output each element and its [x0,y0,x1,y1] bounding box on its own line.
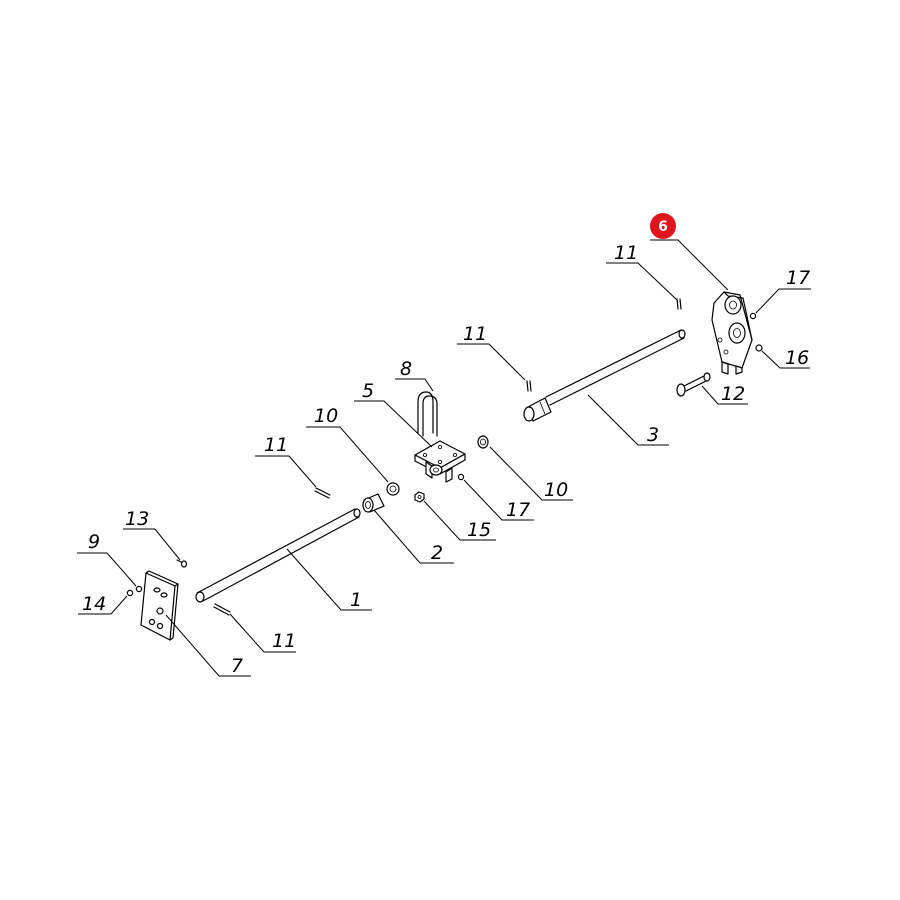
part-9-nut[interactable] [135,585,143,593]
callout-10a-label: 10 [314,405,338,427]
callout-11a-label: 11 [614,242,638,264]
callout-15-label: 15 [467,519,491,541]
part-11-pin-left[interactable] [314,487,331,499]
part-12-bolt[interactable] [676,372,711,397]
part-14-nut[interactable] [126,589,134,597]
callout-17b-label: 17 [506,499,530,521]
part-1-shaft[interactable] [195,508,361,603]
callout-13-label: 13 [125,508,149,530]
callout-10b-label: 10 [544,479,568,501]
callout-12[interactable]: 12 [701,383,748,405]
callout-11-middle[interactable]: 11 [457,323,526,381]
callout-1-label: 1 [350,589,362,611]
callout-16[interactable]: 16 [761,347,810,369]
callout-3-label: 3 [647,424,659,446]
part-13-screw[interactable] [176,559,188,568]
callout-10-right[interactable]: 10 [489,446,573,501]
callout-15[interactable]: 15 [423,500,496,541]
callout-12-label: 12 [721,383,745,405]
callout-8-label: 8 [400,358,412,380]
callout-17-right[interactable]: 17 [755,267,811,314]
part-11-pin-upper-right[interactable] [676,298,682,310]
part-3-shaft[interactable] [523,329,686,422]
callout-6-label: 6 [658,219,668,235]
callout-17a-label: 17 [786,267,810,289]
part-16-nut[interactable] [755,344,763,352]
callout-16-label: 16 [785,347,809,369]
callout-11b-label: 11 [463,323,487,345]
part-2-bushing[interactable] [362,493,385,513]
part-5-bracket[interactable] [414,440,466,483]
callout-10-left[interactable]: 10 [306,405,389,483]
callout-3[interactable]: 3 [587,394,669,446]
part-17-nut-right[interactable] [749,312,757,320]
part-17-nut-middle[interactable] [457,473,465,481]
callout-7[interactable]: 7 [165,614,251,677]
part-11-pin-lower[interactable] [213,603,231,616]
part-7-plate[interactable] [140,570,179,641]
part-11-pin-middle[interactable] [526,380,532,392]
callout-17-middle[interactable]: 17 [463,479,534,521]
callout-11c-label: 11 [264,434,288,456]
callout-8[interactable]: 8 [395,358,434,392]
callout-5[interactable]: 5 [354,380,433,448]
callout-1[interactable]: 1 [286,548,372,611]
callout-7-label: 7 [231,655,243,677]
callout-11-lower[interactable]: 11 [229,613,296,653]
callout-14-label: 14 [82,593,106,615]
highlight-badge [650,213,676,239]
part-10-washer-right[interactable] [477,435,489,449]
callout-11d-label: 11 [272,630,296,652]
callout-layer: 6 11 17 16 12 11 3 [77,213,811,677]
callout-5-label: 5 [362,380,374,402]
callout-9[interactable]: 9 [77,531,137,587]
part-6-lever-plate[interactable] [711,291,753,375]
callout-14[interactable]: 14 [78,593,128,615]
callout-13[interactable]: 13 [123,508,181,561]
part-8-u-clip[interactable] [417,391,438,437]
callout-6[interactable]: 6 [650,213,729,291]
callout-11-left[interactable]: 11 [255,434,317,488]
callout-2[interactable]: 2 [373,509,454,564]
callout-9-label: 9 [88,531,100,553]
part-15-nut[interactable] [414,491,425,503]
part-10-washer-left[interactable] [386,482,400,496]
callout-2-label: 2 [431,542,443,564]
callout-11-upper-right[interactable]: 11 [606,242,678,301]
